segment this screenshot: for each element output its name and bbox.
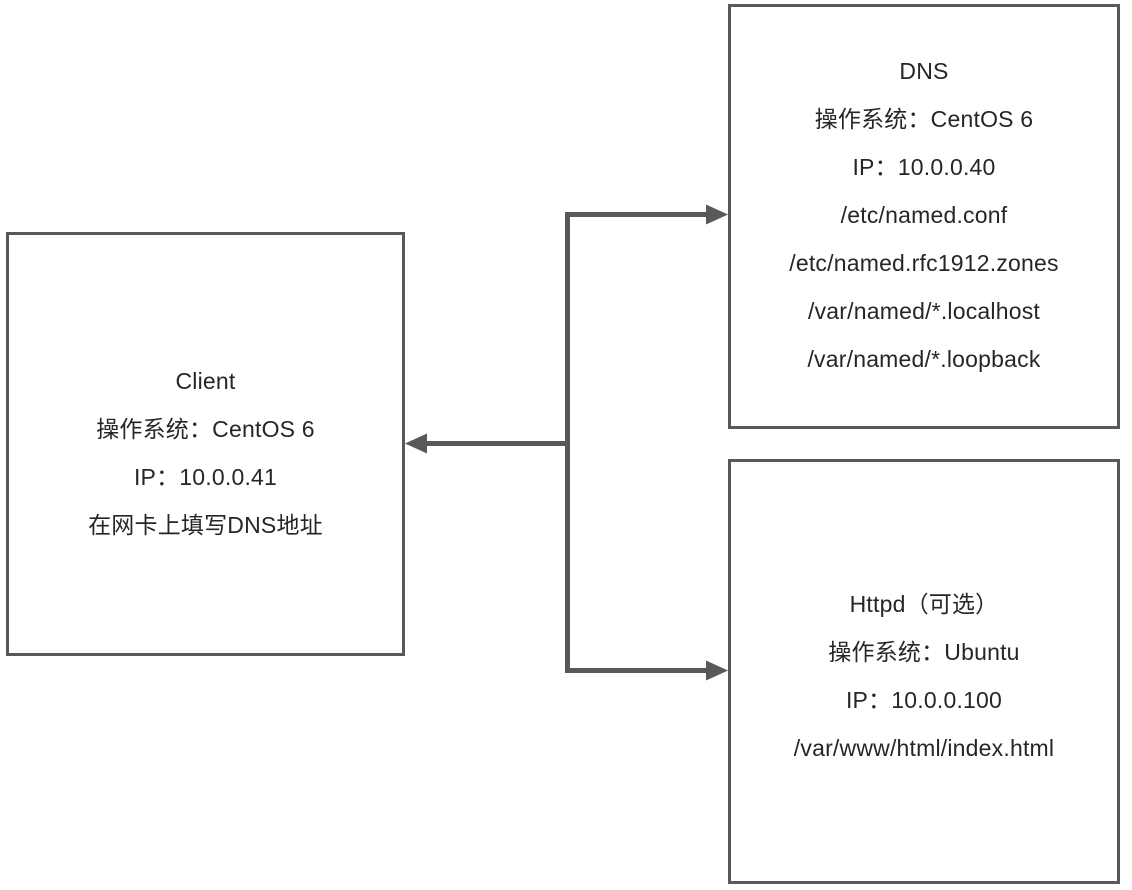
node-httpd-text: Httpd（可选） 操作系统：Ubuntu IP：10.0.0.100 /var… <box>731 462 1117 772</box>
node-client-line-1: 操作系统：CentOS 6 <box>96 416 315 442</box>
node-client-line-3: 在网卡上填写DNS地址 <box>88 512 323 538</box>
node-client[interactable]: Client 操作系统：CentOS 6 IP：10.0.0.41 在网卡上填写… <box>6 232 405 656</box>
node-client-text: Client 操作系统：CentOS 6 IP：10.0.0.41 在网卡上填写… <box>9 235 402 549</box>
node-dns-line-5: /var/named/*.localhost <box>808 298 1040 324</box>
node-dns-line-0: DNS <box>899 58 949 84</box>
node-httpd[interactable]: Httpd（可选） 操作系统：Ubuntu IP：10.0.0.100 /var… <box>728 459 1120 884</box>
node-dns-line-2: IP：10.0.0.40 <box>852 154 996 180</box>
node-httpd-line-3: /var/www/html/index.html <box>793 735 1055 761</box>
arrowhead-to-dns <box>706 204 728 225</box>
node-dns-line-6: /var/named/*.loopback <box>807 346 1041 372</box>
node-httpd-line-0: Httpd（可选） <box>849 591 999 617</box>
node-dns[interactable]: DNS 操作系统：CentOS 6 IP：10.0.0.40 /etc/name… <box>728 4 1120 429</box>
arrowhead-to-client <box>405 433 427 454</box>
node-client-line-2: IP：10.0.0.41 <box>133 464 278 490</box>
node-dns-line-1: 操作系统：CentOS 6 <box>814 106 1034 132</box>
arrowhead-to-httpd <box>706 660 728 681</box>
node-client-line-0: Client <box>175 368 236 394</box>
node-dns-line-4: /etc/named.rfc1912.zones <box>789 250 1059 276</box>
node-httpd-line-1: 操作系统：Ubuntu <box>828 639 1020 665</box>
node-httpd-line-2: IP：10.0.0.100 <box>845 687 1003 713</box>
node-dns-line-3: /etc/named.conf <box>840 202 1008 228</box>
node-dns-text: DNS 操作系统：CentOS 6 IP：10.0.0.40 /etc/name… <box>731 7 1117 383</box>
